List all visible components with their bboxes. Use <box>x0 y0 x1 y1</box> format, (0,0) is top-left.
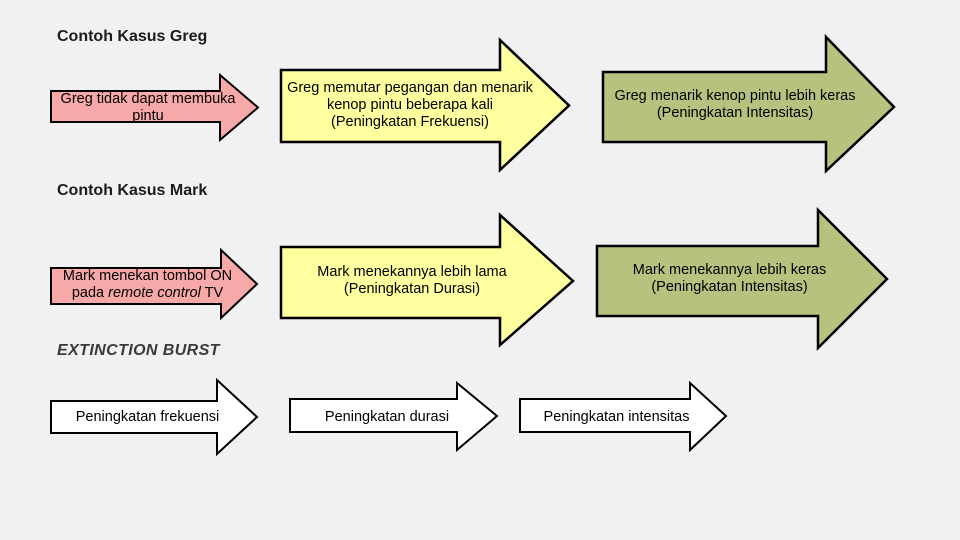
arrow-text-line: pintu <box>132 108 164 124</box>
arrow-text-line: (Peningkatan Intensitas) <box>656 105 814 121</box>
heading-mark: Contoh Kasus Mark <box>57 182 208 199</box>
arrow-text-line: Mark menekannya lebih keras <box>632 262 827 278</box>
right-arrow-shape <box>50 377 259 457</box>
arrow-greg-frequency: Greg memutar pegangan dan menarik kenop … <box>279 37 571 173</box>
arrow-greg-intensity: Greg menarik kenop pintu lebih keras (Pe… <box>601 33 899 174</box>
arrow-text-line: Greg menarik kenop pintu lebih keras <box>614 88 856 104</box>
right-arrow-shape <box>601 33 896 174</box>
right-arrow-shape <box>595 206 889 352</box>
arrow-mark-intensity: Mark menekannya lebih keras (Peningkatan… <box>595 206 894 352</box>
arrow-burst-frequency: Peningkatan frekuensi <box>50 377 259 457</box>
arrow-text-line: pada remote control TV <box>71 284 224 301</box>
arrow-text-line: kenop pintu beberapa kali <box>326 96 494 113</box>
heading-greg: Contoh Kasus Greg <box>57 28 208 45</box>
arrow-burst-duration: Peningkatan durasi <box>289 380 499 453</box>
arrow-text-line: (Peningkatan Frekuensi) <box>331 113 489 130</box>
right-arrow-shape <box>279 37 571 173</box>
arrow-mark-trigger: Mark menekan tombol ON pada remote contr… <box>50 247 259 321</box>
right-arrow-shape <box>279 212 575 348</box>
arrow-mark-duration: Mark menekannya lebih lama (Peningkatan … <box>279 212 575 348</box>
arrow-text-line: Mark menekannya lebih lama <box>317 263 507 280</box>
arrow-text-line: (Peningkatan Intensitas) <box>651 279 808 295</box>
arrow-text-line: Mark menekan tombol ON <box>62 267 233 284</box>
right-arrow-shape <box>50 247 259 321</box>
arrow-text-line: Greg tidak dapat membuka <box>60 91 236 107</box>
heading-extinction-burst: EXTINCTION BURST <box>57 342 220 359</box>
right-arrow-shape <box>519 380 728 453</box>
arrow-text-line: Peningkatan frekuensi <box>75 409 220 425</box>
right-arrow-shape <box>289 380 499 453</box>
arrow-text-line: Greg memutar pegangan dan menarik <box>287 79 533 96</box>
arrow-text-line: Peningkatan durasi <box>324 408 450 425</box>
arrow-greg-trigger: Greg tidak dapat membuka pintu <box>50 72 260 143</box>
arrow-text-line: Peningkatan intensitas <box>543 408 690 425</box>
arrow-text-line: (Peningkatan Durasi) <box>343 280 481 297</box>
arrow-burst-intensity: Peningkatan intensitas <box>519 380 728 453</box>
right-arrow-shape <box>50 72 260 143</box>
